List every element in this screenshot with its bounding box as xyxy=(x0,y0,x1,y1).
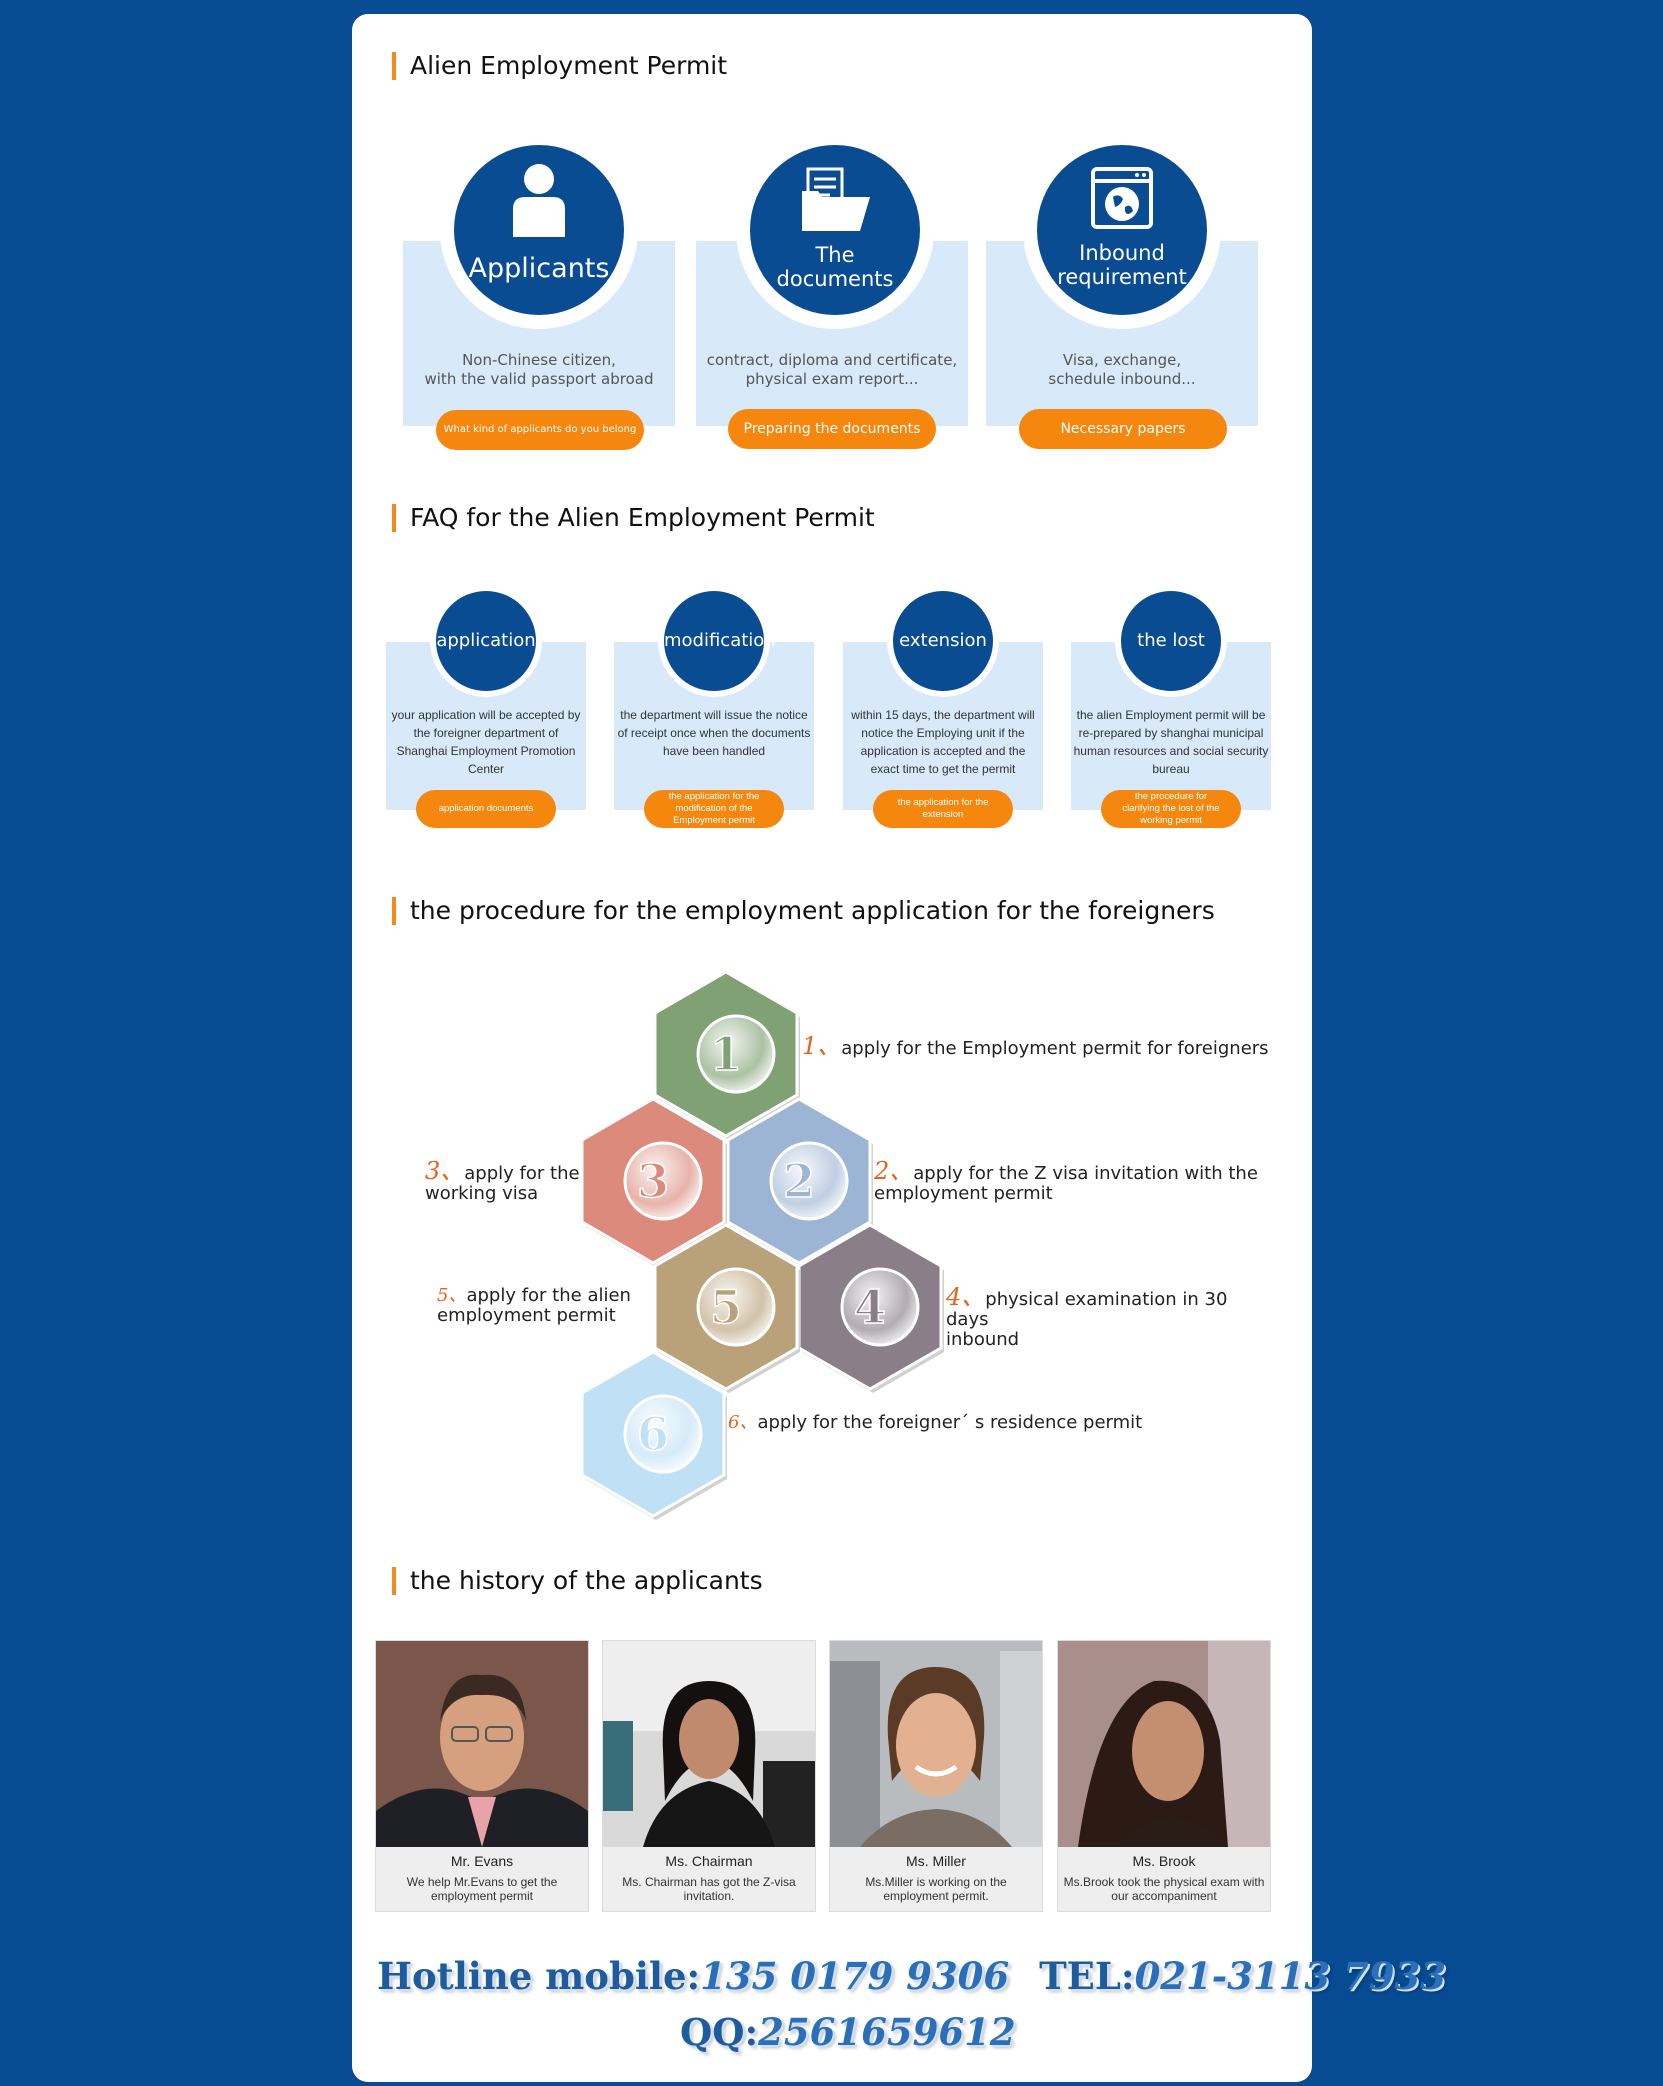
person-icon xyxy=(513,164,565,237)
applicant-type-button[interactable]: What kind of applicants do you belong to… xyxy=(436,410,644,475)
step-6-label: 6、apply for the foreigner´ s residence p… xyxy=(728,1413,1142,1433)
faq-description: your application will be accepted by the… xyxy=(391,708,581,776)
miller-photo xyxy=(830,1641,1042,1847)
step-text: apply for the xyxy=(464,1163,580,1184)
applicant-name: Ms. Brook xyxy=(1132,1853,1196,1869)
applicant-card-brook[interactable]: Ms. Brook Ms.Brook took the physical exa… xyxy=(1057,1640,1271,1912)
step-number: 3、 xyxy=(425,1157,465,1185)
qq-label: QQ: xyxy=(680,2010,759,2054)
applicants-circle[interactable]: Applicants xyxy=(440,131,638,329)
applicants-label: Applicants xyxy=(468,253,610,284)
inbound-label-line1: Inbound xyxy=(1079,241,1165,265)
applicants-description: Non-Chinese citizen, with the valid pass… xyxy=(403,351,675,389)
applicant-description: We help Mr.Evans to get the employment p… xyxy=(406,1875,558,1903)
applicant-card-chairman[interactable]: Ms. Chairman Ms. Chairman has got the Z-… xyxy=(602,1640,816,1912)
brook-photo xyxy=(1058,1641,1270,1847)
step-text: inbound xyxy=(946,1329,1020,1350)
desc-line: schedule inbound... xyxy=(1048,370,1196,388)
extension-button[interactable]: the application for the extension xyxy=(873,790,1013,828)
step-text: apply for the Z visa invitation with the xyxy=(913,1163,1258,1184)
faq-label: modification xyxy=(664,591,776,691)
step-number: 1、 xyxy=(802,1032,842,1060)
applicant-card-evans[interactable]: Mr. Evans We help Mr.Evans to get the em… xyxy=(375,1640,589,1912)
faq-circle-application[interactable]: application xyxy=(430,585,542,697)
faq-label: extension xyxy=(893,591,993,691)
folder-documents-icon xyxy=(802,167,870,231)
step-text: employment permit xyxy=(437,1305,616,1326)
step-text: apply for the foreigner´ s residence per… xyxy=(757,1412,1143,1433)
qq-number[interactable]: 2561659612 xyxy=(758,2010,1016,2054)
desc-line: physical exam report... xyxy=(745,370,919,388)
hotline-number[interactable]: 135 0179 9306 xyxy=(700,1954,1010,1998)
lost-permit-button[interactable]: the procedure for clarifying the lost of… xyxy=(1101,790,1241,828)
desc-line: contract, diploma and certificate, xyxy=(706,351,958,369)
chairman-photo xyxy=(603,1641,815,1847)
preparing-documents-button[interactable]: Preparing the documents xyxy=(728,409,936,449)
inbound-label-line2: requirement xyxy=(1057,265,1187,289)
qq-line: QQ:2561659612 xyxy=(680,2010,1016,2054)
section-title-permit: Alien Employment Permit xyxy=(392,52,727,80)
application-documents-button[interactable]: application documents xyxy=(416,790,556,828)
hotline-line: Hotline mobile:135 0179 9306 TEL:021-3113… xyxy=(377,1954,1446,1998)
documents-label-line2: documents xyxy=(776,267,894,291)
step-number: 5、 xyxy=(437,1285,467,1306)
step-text: apply for the alien xyxy=(466,1285,631,1306)
desc-line: Non-Chinese citizen, xyxy=(462,351,616,369)
applicant-description: Ms.Miller is working on the employment p… xyxy=(865,1875,1007,1903)
applicant-name: Mr. Evans xyxy=(450,1853,514,1869)
desc-line: with the valid passport abroad xyxy=(424,370,654,388)
applicant-name: Ms. Chairman xyxy=(665,1853,753,1869)
faq-description: within 15 days, the department will noti… xyxy=(851,708,1035,776)
necessary-papers-button[interactable]: Necessary papers xyxy=(1019,409,1227,449)
faq-label: application xyxy=(436,591,536,691)
faq-circle-lost[interactable]: the lost xyxy=(1115,585,1227,697)
evans-photo xyxy=(376,1641,588,1847)
step-text: working visa xyxy=(425,1183,539,1204)
hotline-label: Hotline mobile: xyxy=(377,1954,701,1998)
faq-circle-modification[interactable]: modification xyxy=(658,585,776,697)
step-text: physical examination in 30 days xyxy=(946,1289,1228,1330)
tel-number[interactable]: 021-3113 7933 xyxy=(1134,1954,1446,1998)
faq-description: the department will issue the notice of … xyxy=(617,708,811,758)
tel-label: TEL: xyxy=(1039,1954,1135,1998)
step-1-label: 1、apply for the Employment permit for fo… xyxy=(802,1034,1269,1059)
section-title-faq: FAQ for the Alien Employment Permit xyxy=(392,504,875,532)
section-title-history: the history of the applicants xyxy=(392,1567,763,1595)
step-2-label: 2、apply for the Z visa invitation with t… xyxy=(874,1159,1270,1204)
applicant-name: Ms. Miller xyxy=(906,1853,966,1869)
step-number: 2、 xyxy=(874,1157,914,1185)
applicant-description: Ms.Brook took the physical exam with our… xyxy=(1063,1875,1265,1903)
step-number: 6、 xyxy=(728,1412,758,1433)
desc-line: Visa, exchange, xyxy=(1062,351,1182,369)
section-title-procedure: the procedure for the employment applica… xyxy=(392,897,1215,925)
step-text: employment permit xyxy=(874,1183,1053,1204)
faq-circle-extension[interactable]: extension xyxy=(887,585,999,697)
documents-label-line1: The xyxy=(815,243,855,267)
globe-window-icon xyxy=(1091,167,1153,229)
applicant-card-miller[interactable]: Ms. Miller Ms.Miller is working on the e… xyxy=(829,1640,1043,1912)
faq-label: the lost xyxy=(1121,591,1221,691)
modification-button[interactable]: the application for the modification of … xyxy=(644,790,784,828)
applicant-description: Ms. Chairman has got the Z-visa invitati… xyxy=(622,1875,796,1903)
inbound-description: Visa, exchange, schedule inbound... xyxy=(986,351,1258,389)
inbound-circle[interactable]: Inbound requirement xyxy=(1023,131,1221,329)
step-text: apply for the Employment permit for fore… xyxy=(841,1038,1269,1059)
documents-circle[interactable]: The documents xyxy=(736,131,934,329)
documents-description: contract, diploma and certificate, physi… xyxy=(696,351,968,389)
step-number: 4、 xyxy=(946,1283,986,1311)
faq-description: the alien Employment permit will be re-p… xyxy=(1073,708,1269,776)
